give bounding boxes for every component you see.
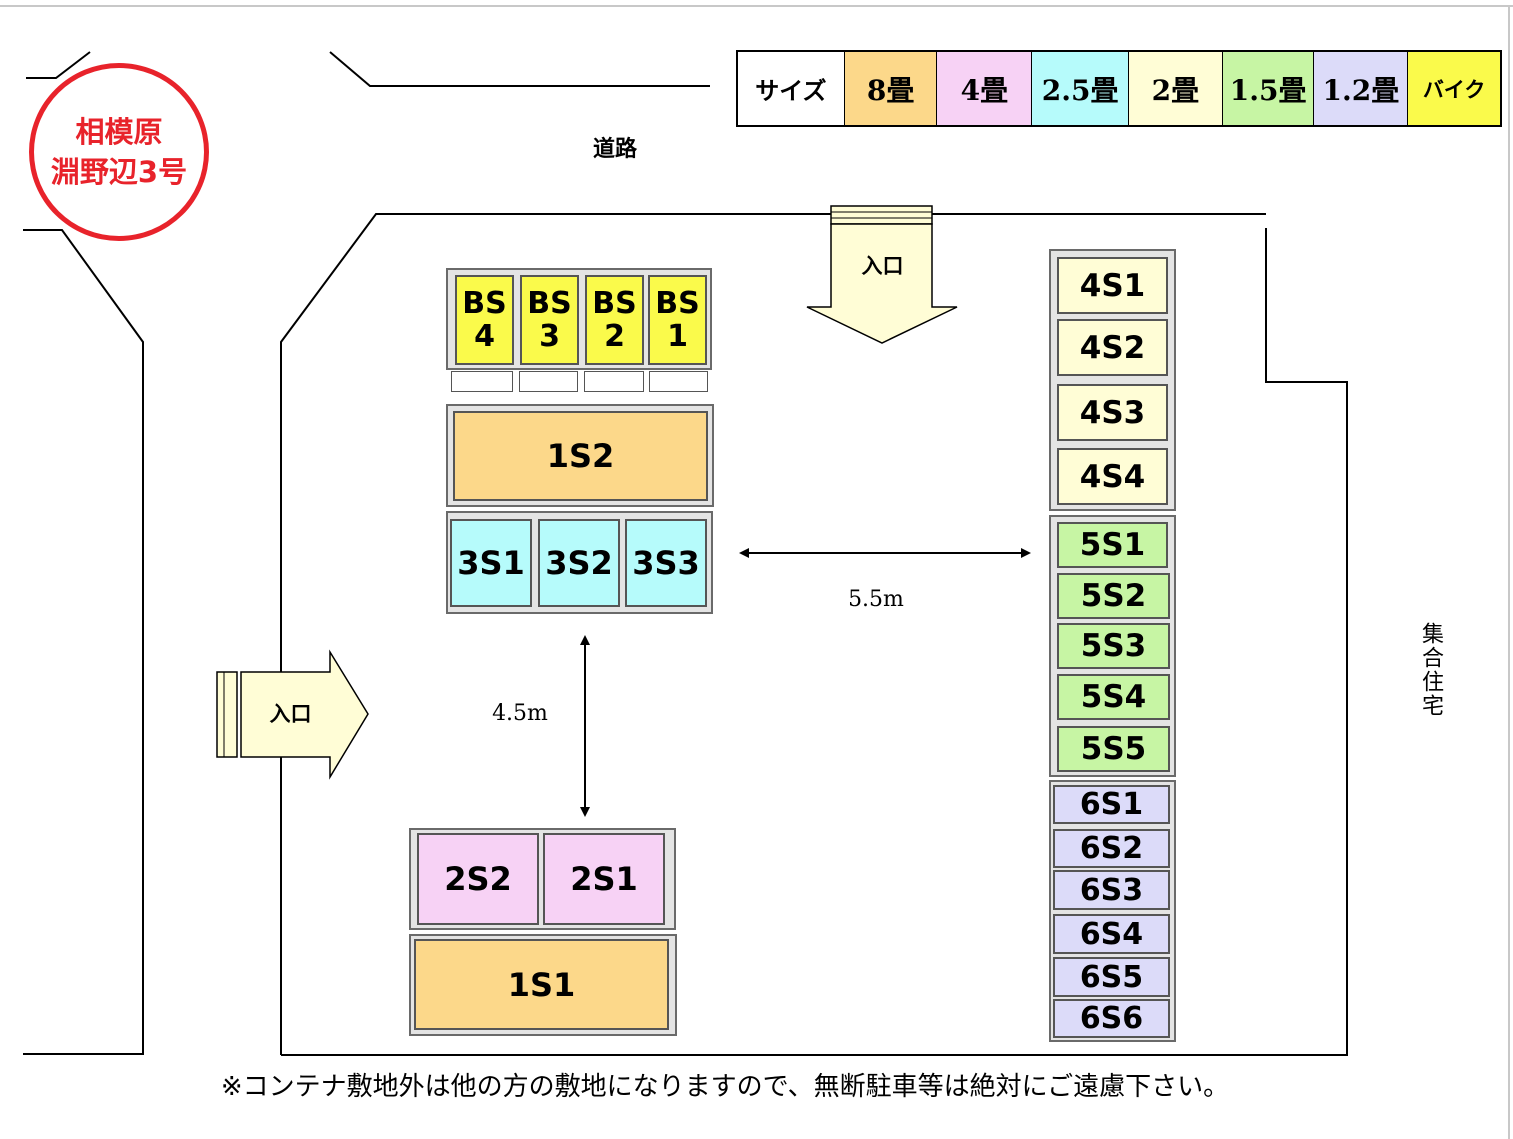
unit-5s: 5S1 xyxy=(1057,522,1168,568)
unit-6s: 6S5 xyxy=(1053,957,1170,997)
unit-6s: 6S1 xyxy=(1053,785,1170,824)
unit-2s: 2S2 xyxy=(417,833,539,925)
legend-cell: 1.5畳 xyxy=(1222,52,1315,125)
bike-slot-empty xyxy=(519,371,578,392)
unit-6s: 6S6 xyxy=(1053,999,1170,1038)
legend-cell: サイズ xyxy=(738,52,845,125)
entrance-label-top: 入口 xyxy=(861,254,904,278)
left-entrance-arrow xyxy=(240,649,369,780)
bike-slot-empty xyxy=(584,371,644,392)
bike-unit-label-line-1: BS xyxy=(655,286,700,321)
bike-unit-label-line-1: BS xyxy=(462,286,507,321)
unit-2s: 2S1 xyxy=(543,833,665,925)
unit-4s: 4S1 xyxy=(1057,257,1168,314)
bike-unit-label-line-2: 2 xyxy=(604,319,625,354)
dimension-label-vertical: 4.5m xyxy=(492,700,548,726)
unit-4s: 4S2 xyxy=(1057,319,1168,376)
dimension-label-horizontal: 5.5m xyxy=(848,586,904,612)
legend-cell: 1.2畳 xyxy=(1314,52,1409,125)
unit-1s2: 1S2 xyxy=(453,411,708,501)
stamp-line-1: 相模原 xyxy=(75,115,163,149)
unit-5s: 5S4 xyxy=(1057,674,1170,720)
unit-1s1: 1S1 xyxy=(414,939,669,1030)
unit-5s: 5S2 xyxy=(1057,573,1170,619)
entrance-label-left: 入口 xyxy=(269,702,312,726)
unit-6s: 6S4 xyxy=(1053,914,1170,954)
unit-6s: 6S3 xyxy=(1053,870,1170,910)
legend-cell: バイク xyxy=(1408,52,1500,125)
bike-unit-label-line-1: BS xyxy=(527,286,572,321)
unit-3s: 3S1 xyxy=(450,519,532,607)
road-edge-top xyxy=(329,51,710,87)
left-entrance-gate xyxy=(216,671,238,758)
stamp-line-2: 淵野辺3号 xyxy=(50,155,188,189)
legend-cell: 4畳 xyxy=(937,52,1033,125)
location-stamp: 相模原 淵野辺3号 xyxy=(29,63,209,241)
road-edge-left xyxy=(23,229,144,1055)
bike-unit-label-line-2: 1 xyxy=(667,319,688,354)
unit-5s: 5S3 xyxy=(1057,623,1170,669)
unit-4s: 4S3 xyxy=(1057,384,1168,441)
unit-5s: 5S5 xyxy=(1057,726,1170,772)
legend-cell: 2.5畳 xyxy=(1032,52,1129,125)
footer-notice: ※コンテナ敷地外は他の方の敷地になりますので、無断駐車等は絶対にご遠慮下さい。 xyxy=(220,1071,1230,1102)
bike-slot-empty xyxy=(649,371,708,392)
bike-unit-label-line-1: BS xyxy=(592,286,637,321)
unit-6s: 6S2 xyxy=(1053,829,1170,868)
unit-3s: 3S3 xyxy=(625,519,707,607)
top-entrance-arrow xyxy=(806,223,958,344)
unit-3s: 3S2 xyxy=(538,519,620,607)
top-entrance-gate xyxy=(830,205,933,225)
unit-4s: 4S4 xyxy=(1057,448,1168,505)
road-label: 道路 xyxy=(592,137,637,162)
legend-cell: 8畳 xyxy=(844,52,938,125)
bike-slot-empty xyxy=(451,371,513,392)
bike-unit-label-line-2: 3 xyxy=(539,319,560,354)
legend-cell: 2畳 xyxy=(1128,52,1223,125)
road-corner-top-left xyxy=(26,51,91,79)
site-boundary-right-bottom xyxy=(281,228,1348,1056)
neighbor-label: 集合住宅 xyxy=(1418,622,1443,718)
bike-unit-label-line-2: 4 xyxy=(474,319,495,354)
